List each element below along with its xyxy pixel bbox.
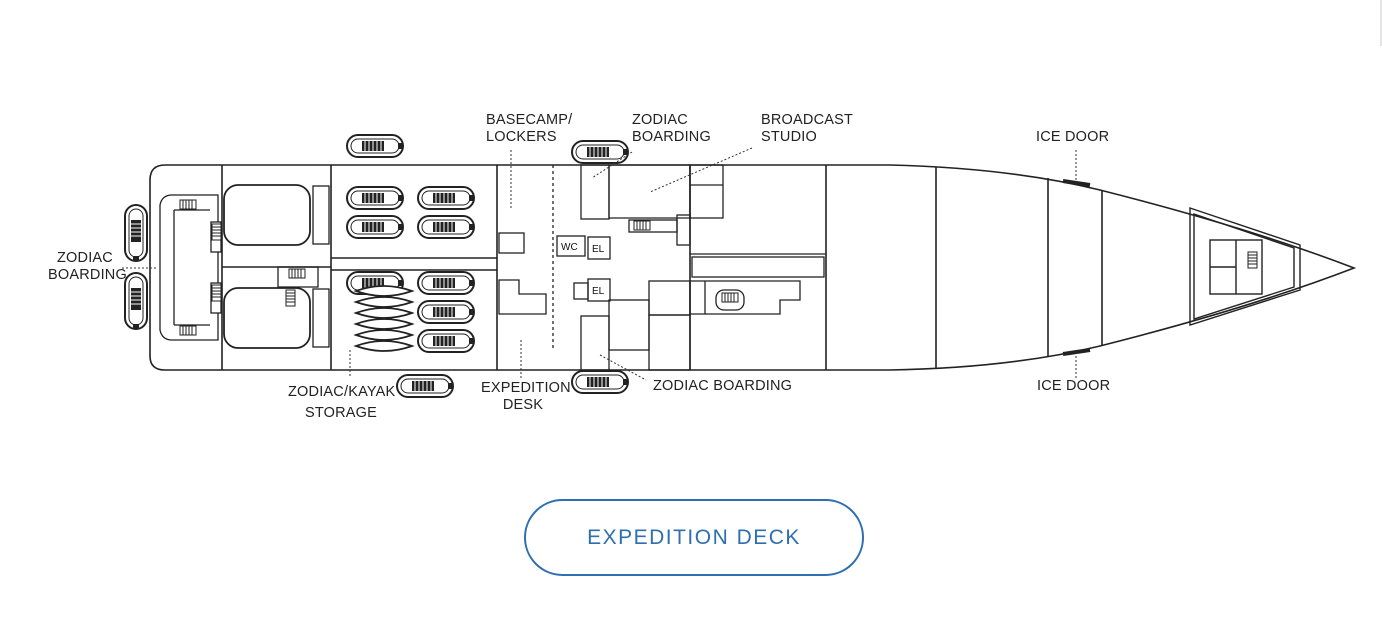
label-wc: WC xyxy=(561,242,578,253)
label-ice-door-bottom: ICE DOOR xyxy=(1037,378,1111,394)
label-ice-door-top: ICE DOOR xyxy=(1036,129,1110,145)
deck-name-button[interactable]: EXPEDITION DECK xyxy=(524,499,864,576)
label-elevator-2: EL xyxy=(592,286,605,297)
scrollbar-edge xyxy=(1380,0,1382,46)
mid-rooms xyxy=(498,164,826,371)
hull xyxy=(149,164,1357,371)
boarding-zodiacs xyxy=(124,134,629,398)
leader-lines xyxy=(122,147,1077,381)
label-elevator-1: EL xyxy=(592,244,605,255)
kayaks xyxy=(355,285,413,352)
ice-door-markers xyxy=(1062,179,1091,356)
label-basecamp-lockers: BASECAMP/LOCKERS xyxy=(486,112,573,145)
bow-structure xyxy=(1189,207,1301,326)
label-zodiac-boarding-bottom: ZODIAC BOARDING xyxy=(653,378,793,394)
